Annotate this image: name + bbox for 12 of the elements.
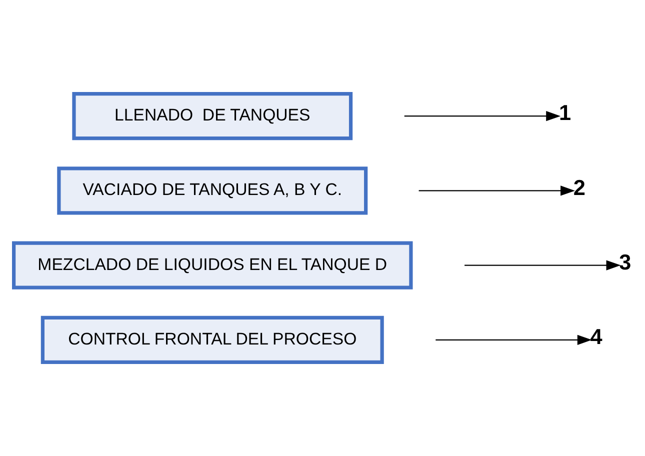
node-box: MEZCLADO DE LIQUIDOS EN EL TANQUE D: [12, 241, 413, 290]
arrow: [464, 260, 621, 270]
node-box: LLENADO DE TANQUES: [72, 92, 353, 140]
arrow: [418, 186, 575, 196]
node-box: VACIADO DE TANQUES A, B Y C.: [57, 166, 368, 215]
arrow: [436, 334, 592, 345]
node-box: CONTROL FRONTAL DEL PROCESO: [40, 316, 384, 364]
node-text: 1: [558, 100, 572, 126]
arrow: [404, 111, 561, 122]
node-text: 2: [573, 174, 586, 200]
node-text: 4: [590, 324, 602, 350]
node-text: 3: [619, 249, 632, 274]
